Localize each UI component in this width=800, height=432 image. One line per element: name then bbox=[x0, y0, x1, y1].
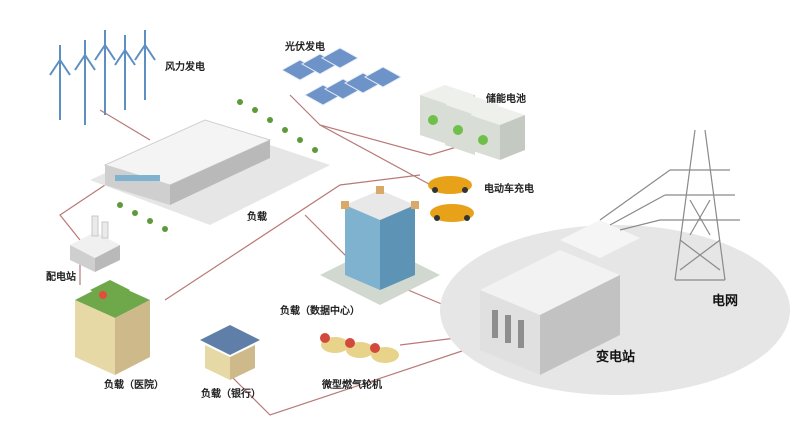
label-distribution-station: 配电站 bbox=[46, 272, 76, 283]
battery-storage bbox=[420, 85, 525, 160]
factory-load bbox=[90, 99, 330, 232]
label-micro-gas-turbine: 微型燃气轮机 bbox=[322, 380, 382, 391]
line-bank-substation bbox=[224, 344, 481, 416]
label-datacenter-load: 负载（数据中心） bbox=[280, 306, 360, 317]
line-storage-ev bbox=[319, 124, 441, 191]
power-tower bbox=[599, 129, 740, 281]
line-hospital-datacenter bbox=[164, 174, 421, 301]
label-grid: 电网 bbox=[712, 294, 739, 309]
micro-gas-turbine bbox=[320, 333, 399, 363]
label-ev-charging: 电动车充电 bbox=[484, 184, 534, 195]
label-factory-load: 负载 bbox=[247, 212, 267, 223]
label-hospital-load: 负载（医院） bbox=[104, 380, 164, 391]
line-factory-distribution bbox=[59, 184, 106, 241]
solar-panels bbox=[280, 47, 403, 106]
hospital bbox=[75, 280, 150, 375]
label-substation: 变电站 bbox=[596, 350, 636, 365]
wind-turbines bbox=[49, 30, 156, 125]
ev-cars bbox=[428, 176, 474, 222]
label-wind-power: 风力发电 bbox=[165, 62, 205, 73]
datacenter bbox=[320, 186, 440, 305]
label-solar-power: 光伏发电 bbox=[285, 42, 325, 53]
line-wind-factory bbox=[99, 109, 151, 141]
distribution-station bbox=[70, 215, 120, 272]
bank bbox=[200, 325, 260, 380]
label-storage-battery: 储能电池 bbox=[486, 94, 526, 105]
label-bank-load: 负载（银行） bbox=[201, 389, 261, 400]
